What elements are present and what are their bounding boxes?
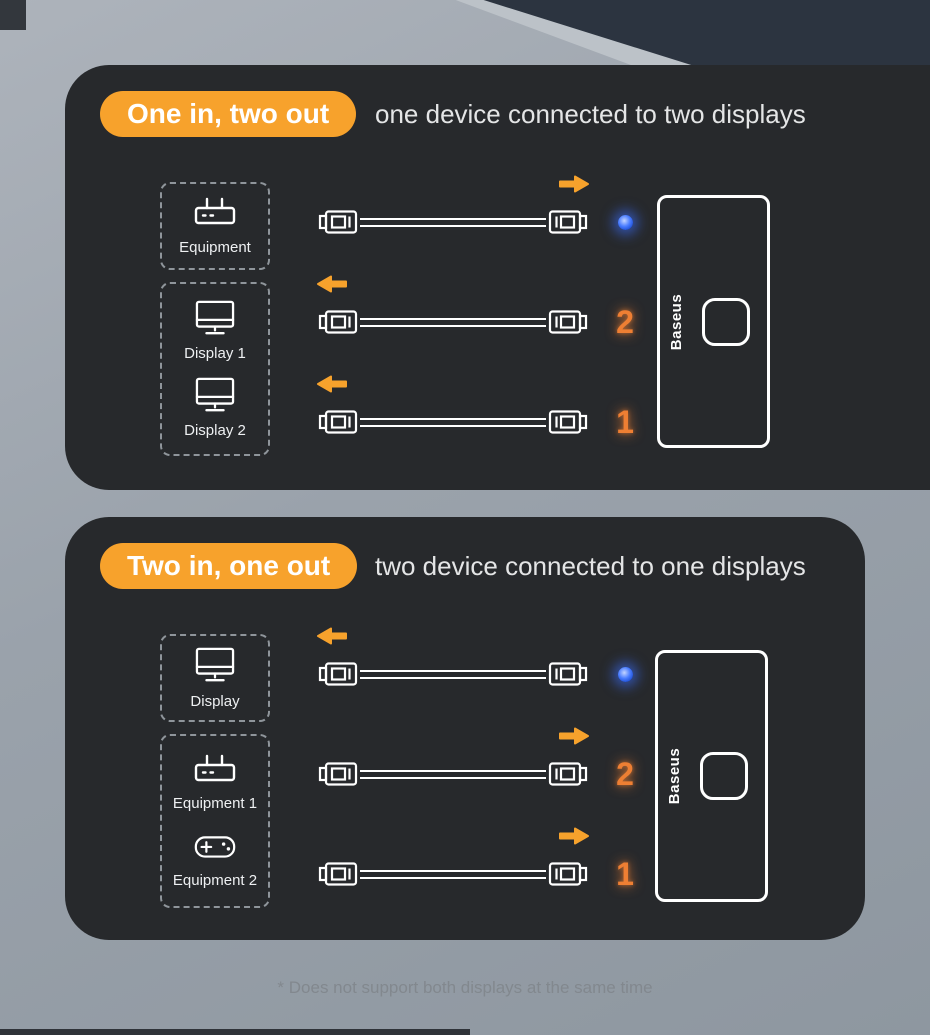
arrow-left-icon <box>316 626 348 646</box>
device-label: Equipment 2 <box>172 872 258 890</box>
cable-wire <box>360 869 546 879</box>
background-corner-block <box>0 0 26 30</box>
cable-row-input-1: 1 <box>318 827 648 890</box>
switch-button <box>702 297 750 346</box>
arrow-left-icon <box>316 274 348 294</box>
monitor-icon <box>192 299 238 342</box>
source-device-box: Equipment <box>160 182 270 270</box>
monitor-icon <box>192 376 238 419</box>
device-label: Equipment <box>179 239 251 256</box>
subtitle-one-in-two-out: one device connected to two displays <box>375 98 806 129</box>
hdmi-plug-icon <box>318 762 358 786</box>
display-entry: Display 2 <box>184 376 246 439</box>
arrow-right-icon <box>558 826 590 846</box>
display-device-box: Display <box>160 634 270 722</box>
hdmi-plug-icon <box>548 410 588 434</box>
arrow-right-icon <box>558 174 590 194</box>
cable-row-input-2: 2 <box>318 727 648 790</box>
panel-one-in-two-out: One in, two out one device connected to … <box>65 65 930 490</box>
cable-wire <box>360 417 546 427</box>
port-number: 1 <box>616 404 634 440</box>
switcher-device: Baseus <box>657 195 770 448</box>
panel-two-in-one-out: Two in, one out two device connected to … <box>65 517 865 940</box>
port-indicator: 2 <box>602 306 648 338</box>
port-indicator: 2 <box>602 758 648 790</box>
hdmi-plug-icon <box>318 310 358 334</box>
subtitle-two-in-one-out: two device connected to one displays <box>375 550 806 581</box>
hdmi-plug-icon <box>548 862 588 886</box>
cable-wire <box>360 317 546 327</box>
cable-wire <box>360 217 546 227</box>
switcher-device: Baseus <box>655 650 768 902</box>
led-indicator <box>617 666 633 682</box>
brand-label: Baseus <box>666 747 683 805</box>
badge-two-in-one-out: Two in, one out <box>100 543 358 589</box>
port-number: 1 <box>616 856 634 892</box>
port-indicator: 1 <box>602 858 648 890</box>
device-label: Display 1 <box>184 344 246 362</box>
equipment-entry: Equipment 2 <box>173 828 257 889</box>
port-indicator <box>602 214 648 230</box>
cable-row-output <box>317 627 648 689</box>
cable-row-input <box>318 175 648 237</box>
equipment-entry: Equipment 1 <box>173 753 257 812</box>
hdmi-plug-icon <box>548 210 588 234</box>
cable-wire <box>360 669 546 679</box>
led-indicator <box>617 214 633 230</box>
cable-row-output-1: 1 <box>317 375 648 438</box>
hdmi-plug-icon <box>318 862 358 886</box>
background-bottom-strip <box>0 1029 470 1035</box>
arrow-left-icon <box>316 374 348 394</box>
port-number: 2 <box>616 756 634 792</box>
device-label: Equipment 1 <box>172 794 258 812</box>
footnote-text: * Does not support both displays at the … <box>277 978 653 997</box>
port-indicator <box>602 666 648 682</box>
display-devices-box: Display 1 Display 2 <box>160 282 270 456</box>
hdmi-plug-icon <box>548 310 588 334</box>
device-label: Display <box>190 693 240 710</box>
display-entry: Display 1 <box>184 299 246 362</box>
brand-label: Baseus <box>668 293 685 350</box>
gamepad-icon <box>192 828 238 869</box>
badge-one-in-two-out: One in, two out <box>100 91 357 137</box>
port-number: 2 <box>616 304 634 340</box>
hdmi-plug-icon <box>548 662 588 686</box>
device-label: Display 2 <box>184 422 246 440</box>
cable-wire <box>360 769 546 779</box>
hdmi-plug-icon <box>318 210 358 234</box>
port-indicator: 1 <box>602 406 648 438</box>
cable-row-output-2: 2 <box>317 275 648 338</box>
monitor-icon <box>192 646 238 689</box>
source-devices-box: Equipment 1 Equipment 2 <box>160 734 270 908</box>
switch-button <box>700 752 748 800</box>
hdmi-plug-icon <box>318 662 358 686</box>
router-icon <box>191 196 239 235</box>
hdmi-plug-icon <box>318 410 358 434</box>
router-icon <box>191 753 239 792</box>
arrow-right-icon <box>558 726 590 746</box>
hdmi-plug-icon <box>548 762 588 786</box>
